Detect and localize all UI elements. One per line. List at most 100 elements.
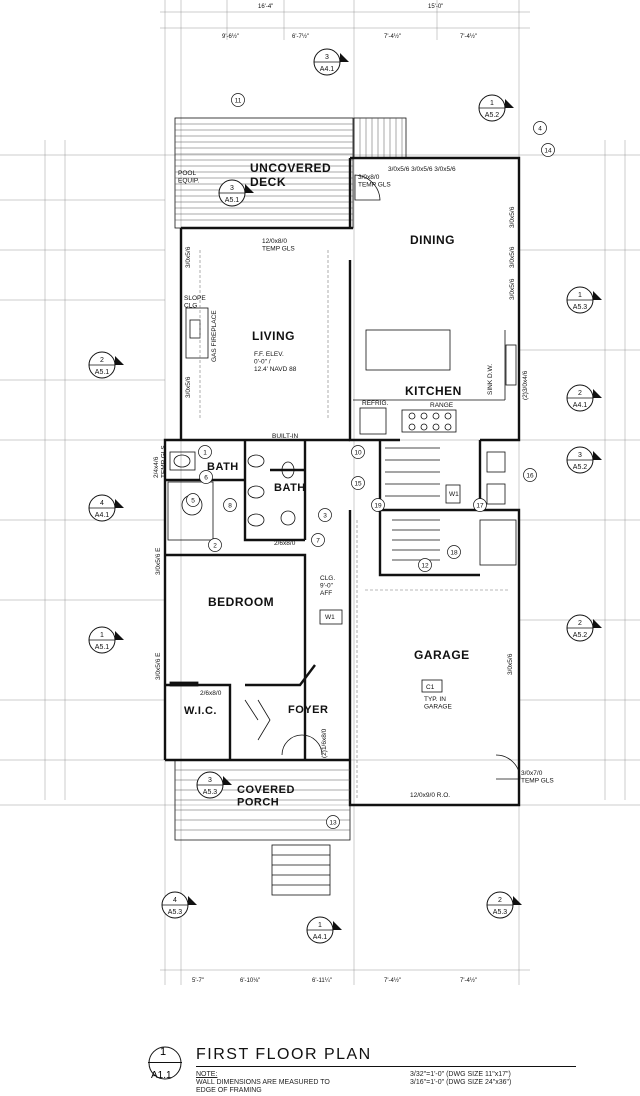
room-foyer: FOYER <box>288 704 328 716</box>
interior-details <box>167 174 521 896</box>
scale-line-2: 3/16"=1'-0" (DWG SIZE 24"x36") <box>410 1079 512 1086</box>
section-marker-number: 4 <box>100 500 104 507</box>
keynote-1: 1 <box>198 445 212 459</box>
keynote-16: 16 <box>523 468 537 482</box>
section-marker-11: 3A5.3 <box>196 771 232 799</box>
detail-sheet: A1.1 <box>151 1070 172 1081</box>
scale-note: 3/32"=1'-0" (DWG SIZE 11"x17") 3/16"=1'-… <box>410 1071 511 1087</box>
dimension-labels: 16'-4" 15'-0" 9'-6½" 6'-7½" 7'-4½" 7'-4½… <box>192 4 477 984</box>
keynote-12: 12 <box>418 558 432 572</box>
section-marker-6: 2A4.1 <box>566 384 602 412</box>
dim-top-5: 7'-4½" <box>384 33 401 40</box>
section-marker-sheet: A5.3 <box>168 909 183 916</box>
keynote-14: 14 <box>541 143 555 157</box>
note-range: RANGE <box>430 402 454 409</box>
section-marker-8: 3A5.2 <box>566 446 602 474</box>
section-marker-sheet: A4.1 <box>313 934 328 941</box>
room-dining: DINING <box>410 233 455 247</box>
section-marker-sheet: A5.1 <box>95 369 110 376</box>
keynote-4: 4 <box>533 121 547 135</box>
note-ff-elev: F.F. ELEV.0'-0" /12.4' NAVD 88 <box>254 351 297 373</box>
dim-top-3: 9'-6½" <box>222 33 239 40</box>
note-living-window-1: 3/0x5/6 <box>185 246 192 268</box>
keynote-number: 5 <box>191 498 195 505</box>
note-dining-window-r3: 3/0x5/6 <box>509 278 516 300</box>
note-kitchen-window: (2)3/0x4/6 <box>522 370 529 400</box>
note-dining-window-r2: 3/0x5/6 <box>509 246 516 268</box>
keynote-15: 15 <box>351 476 365 490</box>
note-garage-door: 12/0x9/0 R.O. <box>410 792 450 799</box>
keynote-13: 13 <box>326 815 340 829</box>
section-marker-sheet: A5.3 <box>493 909 508 916</box>
note-w1-b: W1 <box>449 491 459 498</box>
keynote-number: 17 <box>476 503 484 510</box>
section-marker-number: 4 <box>173 897 177 904</box>
note-dining-windows: 3/0x5/6 3/0x5/6 3/0x5/6 <box>388 166 456 173</box>
keynote-2: 2 <box>208 538 222 552</box>
section-marker-13: 2A5.3 <box>486 891 522 919</box>
keynote-number: 3 <box>323 513 327 520</box>
note-c1: C1 <box>426 684 435 691</box>
keynote-number: 6 <box>204 475 208 482</box>
keynote-number: 11 <box>235 98 242 105</box>
keynote-number: 16 <box>526 473 534 480</box>
note-gas-fireplace: GAS FIREPLACE <box>211 310 218 362</box>
note-text: WALL DIMENSIONS ARE MEASURED TO EDGE OF … <box>196 1079 330 1094</box>
drawing-title: FIRST FLOOR PLAN <box>196 1046 372 1063</box>
note-door-wic: 2/6x8/0 <box>200 690 222 697</box>
section-marker-12: 4A5.3 <box>161 891 197 919</box>
dim-bottom-1: 5'-7" <box>192 978 204 984</box>
keynote-8: 8 <box>223 498 237 512</box>
section-marker-4: 1A5.3 <box>566 286 602 314</box>
title-block: 1 A1.1 FIRST FLOOR PLAN NOTE: WALL DIMEN… <box>138 1042 578 1096</box>
section-marker-9: 1A5.1 <box>88 626 124 654</box>
keynote-11: 11 <box>231 93 245 107</box>
note-label: NOTE: <box>196 1071 218 1078</box>
section-marker-sheet: A5.2 <box>573 464 588 471</box>
section-marker-14: 1A4.1 <box>306 916 342 944</box>
section-marker-number: 2 <box>498 897 502 904</box>
section-marker-sheet: A5.2 <box>573 632 588 639</box>
room-bedroom: BEDROOM <box>208 595 274 609</box>
section-marker-sheet: A5.3 <box>573 304 588 311</box>
note-sink-dw: SINK D.W. <box>487 364 494 395</box>
keynote-7: 7 <box>311 533 325 547</box>
dim-bottom-3: 6'-11¼" <box>312 978 332 984</box>
keynote-number: 19 <box>374 503 382 510</box>
section-marker-number: 3 <box>578 452 582 459</box>
dim-bottom-4: 7'-4½" <box>384 977 401 984</box>
note-clg-bedroom: CLG.9'-0"AFF <box>320 575 335 597</box>
title-underline <box>196 1066 576 1067</box>
scale-line-1: 3/32"=1'-0" (DWG SIZE 11"x17") <box>410 1071 511 1078</box>
section-marker-sheet: A4.1 <box>320 66 335 73</box>
section-marker-number: 3 <box>208 777 212 784</box>
section-marker-7: 4A4.1 <box>88 494 124 522</box>
detail-number: 1 <box>160 1046 167 1058</box>
dim-top-6: 7'-4½" <box>460 33 477 40</box>
note-foyer-door: (2)1/6x8/0 <box>321 728 328 758</box>
title-note: NOTE: WALL DIMENSIONS ARE MEASURED TO ED… <box>196 1071 330 1095</box>
section-marker-10: 2A5.2 <box>566 614 602 642</box>
note-living-window-2: 3/0x5/6 <box>185 376 192 398</box>
keynote-number: 10 <box>354 450 362 457</box>
section-marker-sheet: A5.1 <box>225 197 240 204</box>
detail-circle-divider <box>148 1062 182 1063</box>
section-marker-number: 2 <box>578 620 582 627</box>
dim-top-2: 15'-0" <box>428 4 443 10</box>
section-marker-number: 1 <box>318 922 322 929</box>
section-marker-number: 1 <box>578 292 582 299</box>
keynote-3: 3 <box>318 508 332 522</box>
keynote-5: 5 <box>186 493 200 507</box>
section-marker-sheet: A5.3 <box>203 789 218 796</box>
note-bed-window-1: 3/0x5/6 E <box>155 547 162 575</box>
keynote-10: 10 <box>351 445 365 459</box>
room-bath-1: BATH <box>207 461 239 473</box>
